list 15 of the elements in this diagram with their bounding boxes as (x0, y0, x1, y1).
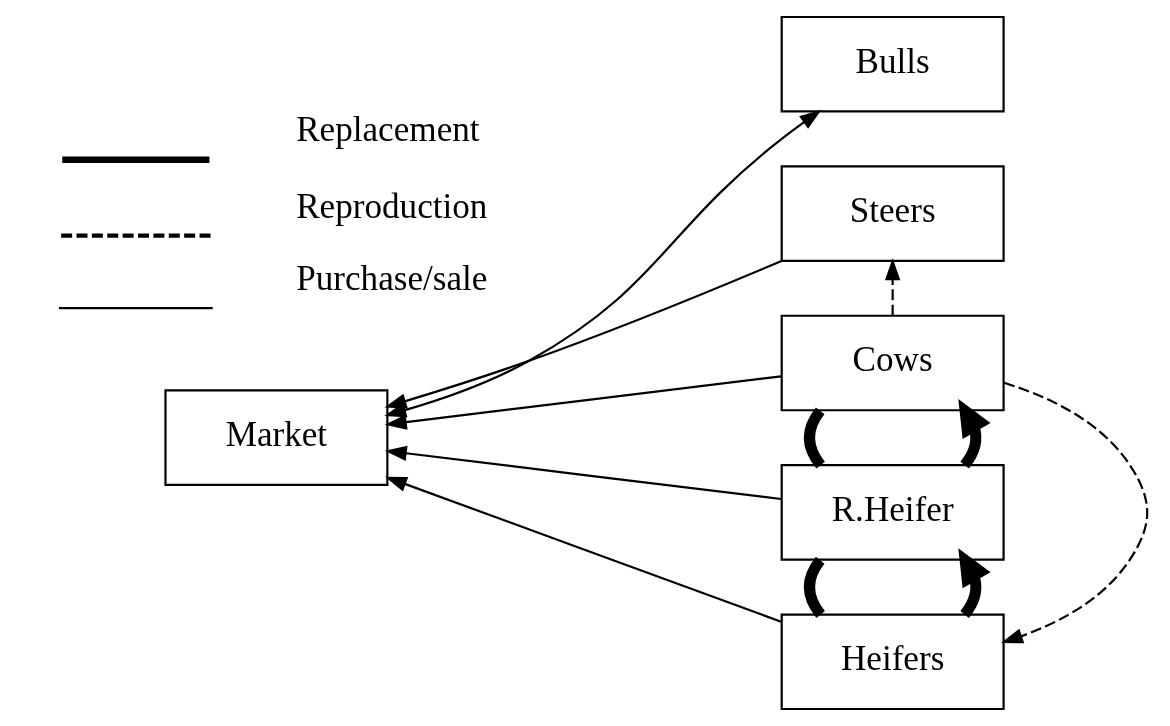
node-box: Bulls (780, 15, 1005, 113)
legend-label: Replacement (295, 109, 480, 149)
arrow (1000, 381, 1148, 644)
node-box: Steers (780, 165, 1005, 262)
node-box: R.Heifer (780, 464, 1005, 561)
legend-label: Reproduction (295, 186, 487, 226)
arrow (384, 476, 781, 623)
arrow (884, 258, 900, 316)
legend-label: Purchase/sale (295, 259, 487, 299)
node-box: Market (163, 389, 388, 487)
arrow (384, 445, 781, 501)
arrow (957, 548, 991, 618)
node-box: Cows (780, 314, 1005, 412)
node-box: Heifers (780, 613, 1005, 711)
arrow (957, 399, 991, 469)
